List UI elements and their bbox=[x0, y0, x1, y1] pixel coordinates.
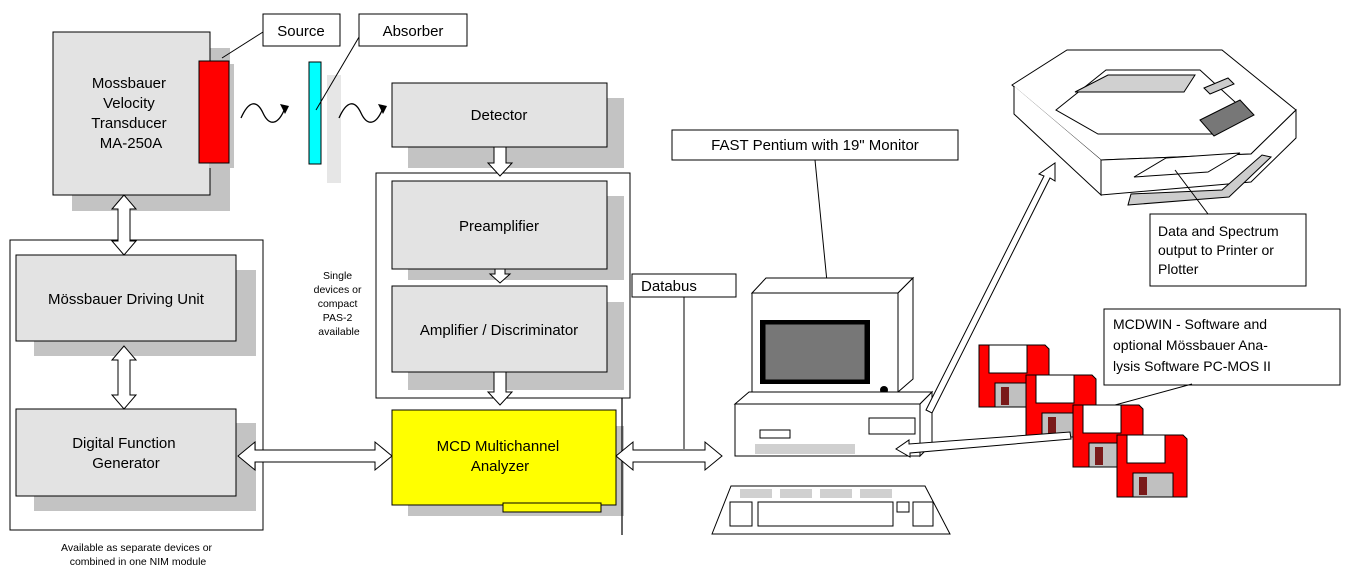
software-label-box bbox=[1103, 308, 1341, 386]
pentium-callout bbox=[814, 159, 829, 293]
preamplifier-label: Preamplifier bbox=[459, 218, 539, 235]
arrow-driving-generator bbox=[110, 345, 138, 410]
absorber-callout bbox=[315, 31, 363, 111]
amplifier-box bbox=[391, 285, 608, 373]
absorber-shadow bbox=[327, 75, 341, 183]
gamma-ray-arrowhead-2 bbox=[378, 104, 387, 114]
detector-label: Detector bbox=[471, 107, 528, 124]
pentium-label: FAST Pentium with 19" Monitor bbox=[711, 137, 919, 154]
single-devices-note: Single devices or compact PAS-2 availabl… bbox=[314, 270, 365, 338]
arrow-detector-preamp bbox=[486, 146, 514, 177]
source-label: Source bbox=[277, 23, 325, 40]
mcd-label: MCD Multichannel Analyzer bbox=[437, 438, 564, 475]
software-label: MCDWIN - Software and optional Mössbauer… bbox=[1113, 316, 1272, 374]
arrow-pc-printer bbox=[925, 162, 1056, 414]
pc-monitor bbox=[750, 276, 915, 405]
mcd-edge-connector bbox=[502, 502, 602, 513]
function-generator-box bbox=[15, 408, 237, 497]
databus-label: Databus bbox=[641, 278, 697, 295]
pc-floppy-slot bbox=[868, 417, 916, 435]
gamma-ray-arrow-1 bbox=[240, 103, 286, 123]
printer-output-box bbox=[1149, 213, 1307, 287]
absorber-block bbox=[308, 61, 322, 165]
arrow-amp-mcd bbox=[486, 371, 514, 406]
detector-box bbox=[391, 82, 608, 148]
source-block bbox=[198, 60, 230, 164]
printer-output-label: Data and Spectrum output to Printer or P… bbox=[1158, 223, 1283, 277]
driving-unit-box bbox=[15, 254, 237, 342]
floppy-disk-icon-4 bbox=[1116, 434, 1188, 498]
software-callout bbox=[1103, 383, 1193, 409]
arrow-mcd-pc bbox=[615, 440, 723, 472]
arrow-floppy-pc bbox=[895, 431, 1072, 458]
absorber-label: Absorber bbox=[383, 23, 444, 40]
arrow-transducer-driving bbox=[110, 194, 138, 256]
function-generator-label: Digital Function Generator bbox=[72, 435, 180, 472]
pc-base bbox=[733, 390, 934, 458]
driving-unit-label: Mössbauer Driving Unit bbox=[48, 291, 205, 308]
absorber-label-box bbox=[358, 13, 468, 47]
amplifier-label: Amplifier / Discriminator bbox=[420, 322, 578, 339]
pc-keyboard bbox=[711, 485, 951, 535]
mcd-box bbox=[391, 409, 617, 506]
preamplifier-box bbox=[391, 180, 608, 270]
nim-module-note: Available as separate devices or combine… bbox=[61, 542, 215, 568]
gamma-ray-arrowhead-1 bbox=[280, 104, 289, 114]
arrow-preamp-amp bbox=[488, 268, 512, 284]
source-label-box bbox=[262, 13, 341, 47]
transducer-box bbox=[52, 31, 211, 196]
source-callout bbox=[221, 31, 264, 59]
gamma-ray-arrow-2 bbox=[338, 103, 384, 123]
printer-output-callout bbox=[1174, 169, 1209, 215]
printer-icon bbox=[1011, 49, 1297, 206]
transducer-label: Mossbauer Velocity Transducer MA-250A bbox=[91, 75, 170, 152]
